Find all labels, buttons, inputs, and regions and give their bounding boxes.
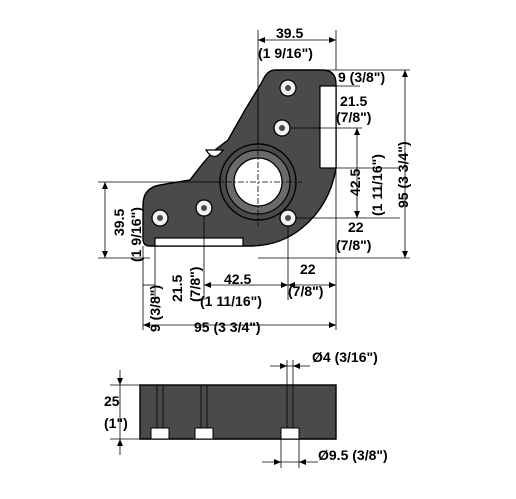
dim-bore: Ø9.5 (3/8") xyxy=(318,447,388,463)
dim-right-lower: 22 xyxy=(348,219,364,235)
dim-pin: Ø4 (3/16") xyxy=(312,349,378,365)
dim-right-total: 95 (3 3/4") xyxy=(395,141,411,208)
top-view: 39.5 (1 9/16") 9 (3/8") 21.5 (7/8") 42.5… xyxy=(98,25,411,335)
dim-bottom-mid-in: (1 11/16") xyxy=(200,293,262,309)
bore-left xyxy=(150,385,170,440)
dim-side-height: 25 xyxy=(104,393,120,409)
dim-top-width: 39.5 xyxy=(276,25,303,41)
hole-mid-inner xyxy=(279,125,285,131)
side-body xyxy=(139,384,337,440)
dim-side-height-in: (1") xyxy=(104,415,128,431)
dim-right-mid: 42.5 xyxy=(347,169,363,196)
bottom-slot xyxy=(154,237,244,247)
side-view: 25 (1") Ø4 (3/16") Ø9.5 (3/8") xyxy=(104,349,388,468)
dim-top-width-in: (1 9/16") xyxy=(258,45,313,61)
hole-center-left-inner xyxy=(201,205,207,211)
hole-left-inner xyxy=(157,215,163,221)
dim-bottom-right-in: (7/8") xyxy=(288,283,323,299)
dim-right-slot-in: (7/8") xyxy=(336,109,371,125)
dim-bottom-total: 95 (3 3/4") xyxy=(194,319,261,335)
plate-notch xyxy=(204,149,225,158)
dim-right-offset: 9 (3/8") xyxy=(338,69,385,85)
bore-right xyxy=(280,385,300,440)
hole-top-inner xyxy=(285,85,291,91)
dim-bottom-right: 22 xyxy=(300,261,316,277)
dim-bottom-slot-in: (7/8") xyxy=(187,267,203,302)
dim-left-height-in: (1 9/16") xyxy=(128,207,144,262)
dim-right-slot: 21.5 xyxy=(340,93,367,109)
dim-right-lower-in: (7/8") xyxy=(336,237,371,253)
hole-right-inner xyxy=(285,215,291,221)
dim-left-height: 39.5 xyxy=(111,209,127,236)
dim-bottom-slot: 21.5 xyxy=(169,275,185,302)
right-slot xyxy=(319,85,337,169)
bore-mid xyxy=(194,385,214,440)
dim-bottom-mid: 42.5 xyxy=(224,271,251,287)
dim-right-mid-in: (1 11/16") xyxy=(369,154,385,216)
dim-bottom-offset: 9 (3/8") xyxy=(147,285,163,332)
